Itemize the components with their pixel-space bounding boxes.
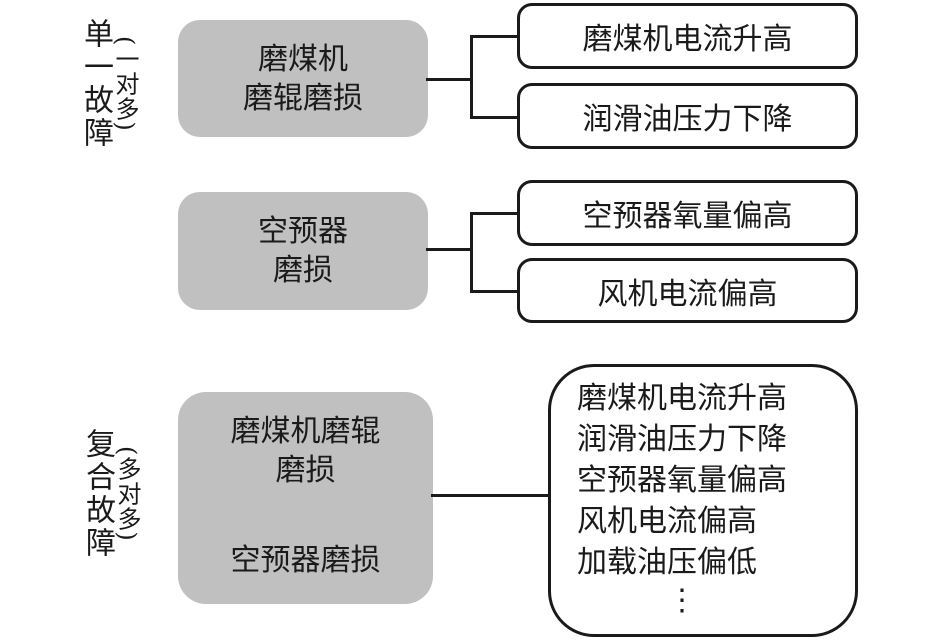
connector-group1-stem [426, 78, 472, 81]
connector-group2-branch-bottom [470, 290, 517, 293]
fault-node-preheater-wear: 空预器 磨损 [178, 192, 428, 310]
compound-fault-section-label: 复合故障 (多对多) [80, 424, 141, 564]
connector-group2-stem [426, 248, 472, 251]
symptom-node-compound-list: 磨煤机电流升高 润滑油压力下降 空预器氧量偏高 风机电流偏高 加载油压偏低 ⋮ [548, 364, 858, 637]
compound-fault-item-preheater-wear: 空预器磨损 [230, 543, 381, 578]
compound-fault-item-mill-roller-wear: 磨煤机磨辊 磨损 [230, 414, 381, 488]
single-fault-section-label: 单一故障 (一对多) [78, 14, 139, 154]
fault-node-compound: 磨煤机磨辊 磨损 空预器磨损 [178, 392, 433, 604]
connector-group1-branch-top [470, 35, 517, 38]
vertical-ellipsis: ⋮ [667, 583, 699, 618]
compound-symptom-line: 风机电流偏高 [577, 504, 757, 539]
symptom-node-mill-current-rise: 磨煤机电流升高 [517, 3, 858, 69]
compound-fault-label-text: 复合故障 [80, 428, 115, 560]
compound-fault-label-paren: (多对多) [113, 446, 141, 542]
connector-group1-vertical [470, 35, 473, 119]
compound-symptom-line: 加载油压偏低 [577, 545, 757, 580]
symptom-node-lube-oil-pressure-drop: 润滑油压力下降 [517, 83, 858, 149]
connector-group1-branch-bottom [470, 116, 517, 119]
compound-symptom-line: 润滑油压力下降 [577, 422, 787, 457]
single-fault-label-text: 单一故障 [78, 18, 113, 150]
symptom-node-fan-current-high: 风机电流偏高 [517, 258, 858, 323]
symptom-node-preheater-oxygen-high: 空预器氧量偏高 [517, 180, 858, 246]
fault-node-mill-roller-wear: 磨煤机 磨辊磨损 [178, 20, 428, 137]
connector-group2-branch-top [470, 212, 517, 215]
connector-group2-vertical [470, 212, 473, 293]
compound-symptom-line: 磨煤机电流升高 [577, 381, 787, 416]
compound-symptom-line: 空预器氧量偏高 [577, 463, 787, 498]
single-fault-label-paren: (一对多) [111, 36, 139, 132]
connector-group3-stem [431, 494, 548, 497]
